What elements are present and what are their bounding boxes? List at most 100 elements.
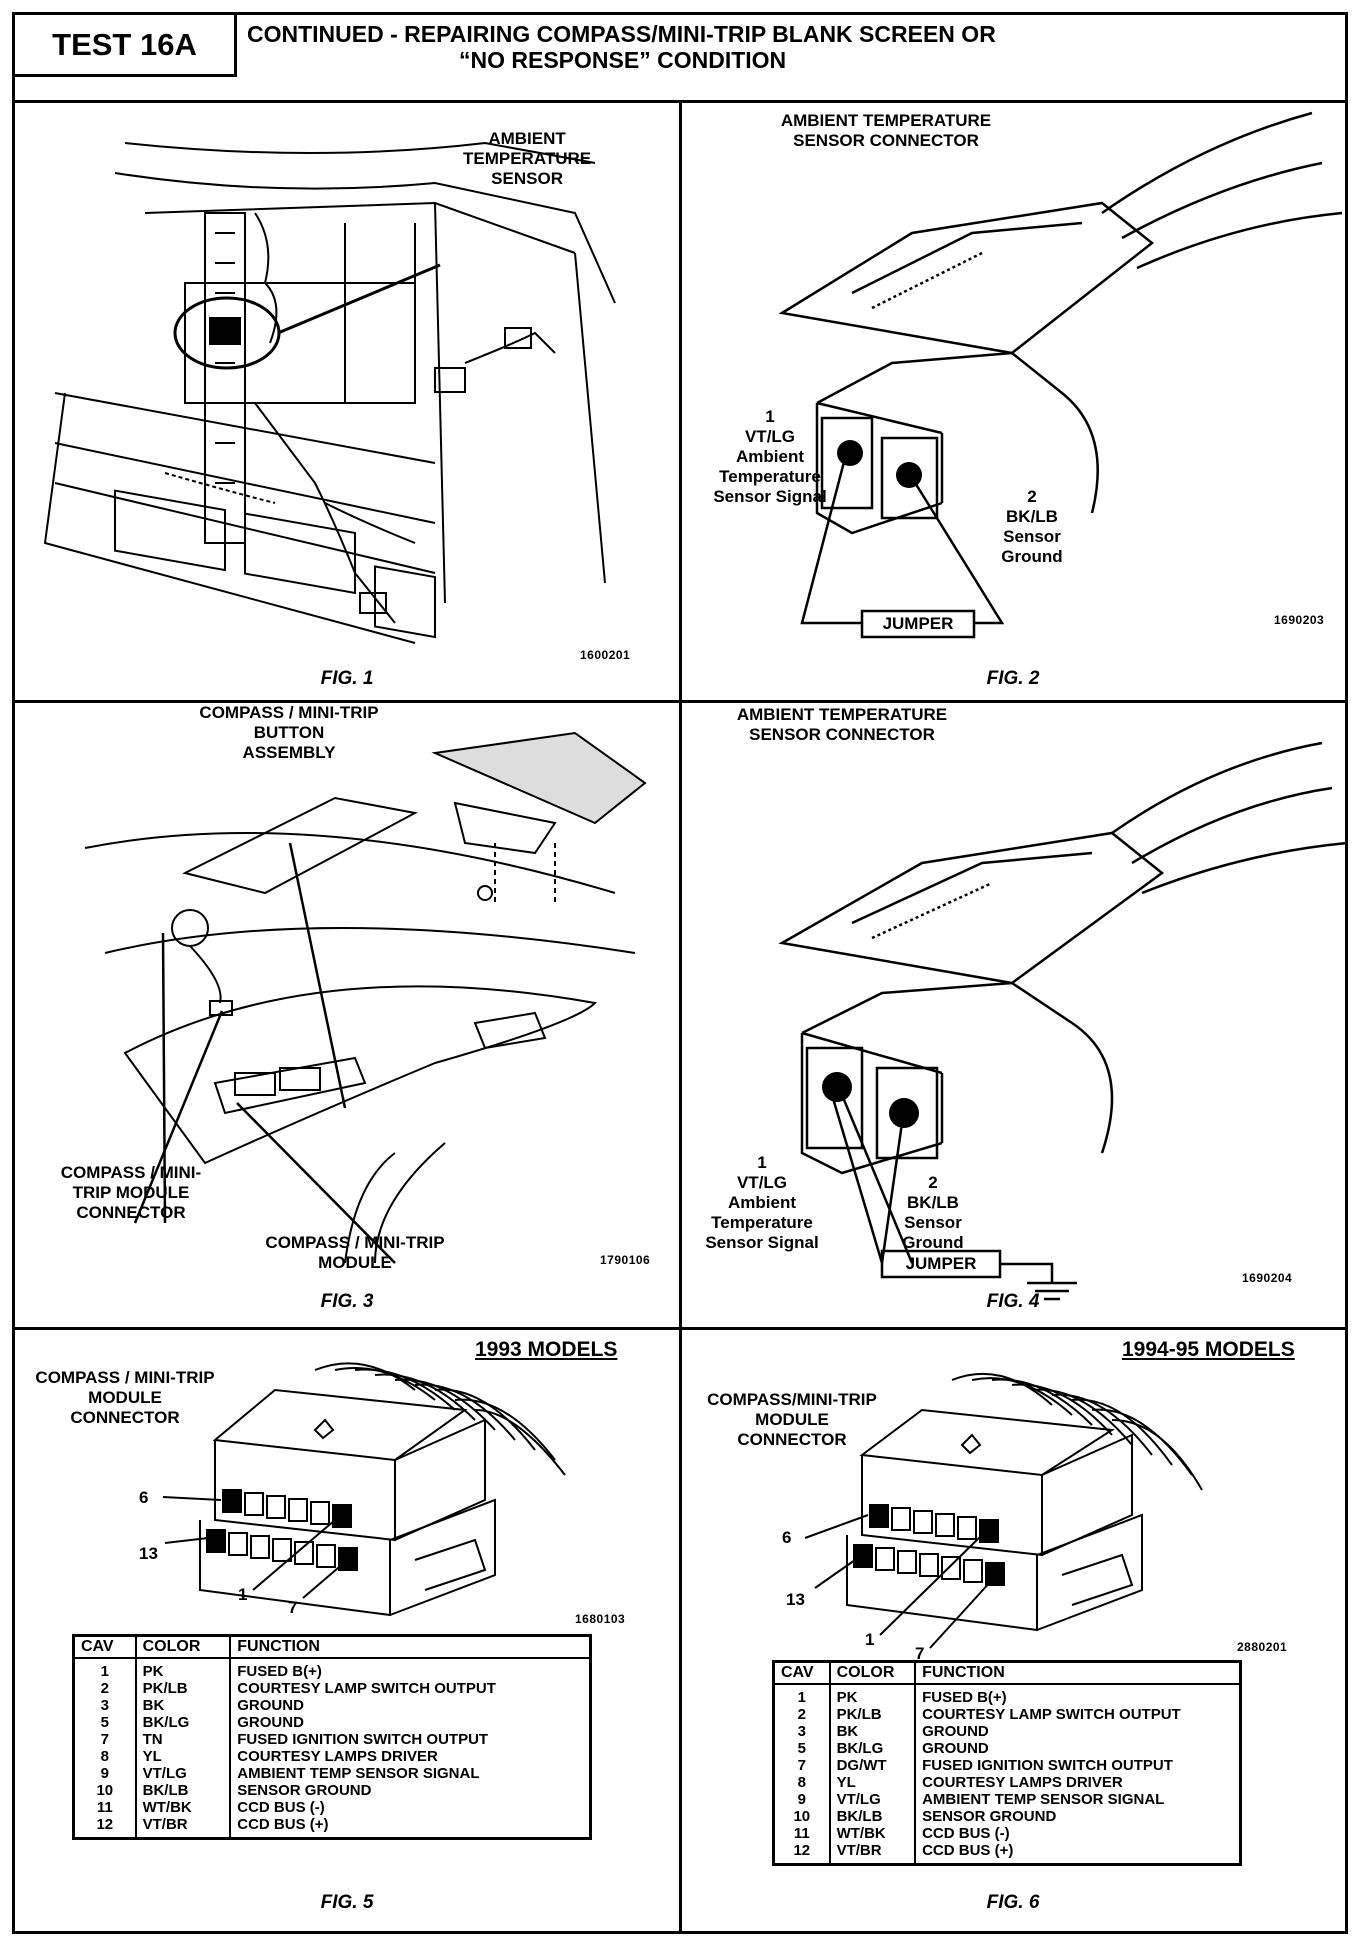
fig2-panel: AMBIENT TEMPERATURE SENSOR CONNECTOR 1 V…: [682, 103, 1351, 700]
fig1-vehicle-front-illustration: [43, 141, 616, 644]
cell-cav: 9: [772, 1791, 830, 1808]
fig4-panel: AMBIENT TEMPERATURE SENSOR CONNECTOR 1 V…: [682, 703, 1351, 1327]
cell-color: PK/LB: [828, 1706, 916, 1723]
grid-divider-vertical: [679, 103, 682, 1934]
fig2-title: AMBIENT TEMPERATURE SENSOR CONNECTOR: [780, 111, 992, 150]
fig6-panel: 1994-95 MODELS COMPASS/MINI-TRIP MODULE …: [682, 1330, 1351, 1934]
fig2-connector-illustration: [778, 111, 1343, 639]
title-line-2: “NO RESPONSE” CONDITION: [459, 47, 787, 73]
cell-function: AMBIENT TEMP SENSOR SIGNAL: [914, 1791, 1241, 1808]
page-title: CONTINUED - REPAIRING COMPASS/MINI-TRIP …: [247, 21, 1247, 73]
fig4-caption: FIG. 4: [986, 1291, 1040, 1312]
fig1-caption: FIG. 1: [320, 668, 374, 689]
cell-color: TN: [134, 1731, 231, 1748]
fig3-part-code: 1790106: [600, 1253, 651, 1267]
fig2-part-code: 1690203: [1274, 613, 1325, 627]
cell-cav: 5: [72, 1714, 136, 1731]
cell-cav: 12: [772, 1842, 830, 1865]
cell-color: YL: [134, 1748, 231, 1765]
cell-function: CCD BUS (+): [914, 1842, 1241, 1865]
cell-function: CCD BUS (-): [229, 1799, 591, 1816]
cell-cav: 2: [72, 1680, 136, 1697]
cell-function: CCD BUS (-): [914, 1825, 1241, 1842]
cell-function: CCD BUS (+): [229, 1816, 591, 1839]
cell-cav: 5: [772, 1740, 830, 1757]
cell-cav: 8: [72, 1748, 136, 1765]
fig4-pin1-label: 1 VT/LG Ambient Temperature Sensor Signa…: [705, 1153, 819, 1252]
fig5-pin-6: 6: [139, 1488, 149, 1507]
cell-color: VT/LG: [828, 1791, 916, 1808]
cell-cav: 8: [772, 1774, 830, 1791]
cell-cav: 3: [772, 1723, 830, 1740]
grid-divider-row-2: [15, 1327, 1345, 1330]
cell-function: GROUND: [229, 1714, 591, 1731]
fig2-pin2-label: 2 BK/LB Sensor Ground: [1001, 487, 1063, 566]
cell-cav: 9: [72, 1765, 136, 1782]
cell-function: GROUND: [229, 1697, 591, 1714]
fig6-module-connector-illustration: [804, 1372, 1203, 1649]
cell-cav: 7: [72, 1731, 136, 1748]
col-function: FUNCTION: [914, 1660, 1242, 1685]
fig6-part-code: 2880201: [1237, 1640, 1288, 1654]
cell-function: FUSED IGNITION SWITCH OUTPUT: [914, 1757, 1241, 1774]
cell-cav: 7: [772, 1757, 830, 1774]
cell-function: SENSOR GROUND: [229, 1782, 591, 1799]
cell-function: GROUND: [914, 1740, 1241, 1757]
cell-color: BK/LB: [134, 1782, 231, 1799]
cell-function: FUSED IGNITION SWITCH OUTPUT: [229, 1731, 591, 1748]
fig4-connector-illustration: [778, 741, 1348, 1301]
cell-function: FUSED B(+): [914, 1684, 1241, 1706]
fig3-button-assembly-label: COMPASS / MINI-TRIP BUTTON ASSEMBLY: [199, 703, 379, 762]
cell-color: PK: [828, 1684, 916, 1706]
fig4-title: AMBIENT TEMPERATURE SENSOR CONNECTOR: [736, 705, 948, 744]
fig6-pin-1: 1: [865, 1630, 875, 1649]
cell-color: BK/LG: [828, 1740, 916, 1757]
fig6-pin-13: 13: [786, 1590, 805, 1609]
fig3-module-connector-label: COMPASS / MINI- TRIP MODULE CONNECTOR: [60, 1163, 202, 1222]
fig5-models-label: 1993 MODELS: [475, 1338, 618, 1361]
col-cav: CAV: [772, 1660, 831, 1685]
fig6-pin-6: 6: [782, 1528, 792, 1547]
cell-function: COURTESY LAMP SWITCH OUTPUT: [914, 1706, 1241, 1723]
fig6-pin-7: 7: [915, 1644, 925, 1663]
col-color: COLOR: [828, 1660, 917, 1685]
grid-divider-row-1: [15, 700, 1345, 703]
test-label: TEST 16A: [15, 15, 237, 77]
fig3-overhead-console-illustration: [84, 731, 647, 1264]
fig3-module-label: COMPASS / MINI-TRIP MODULE: [265, 1233, 445, 1272]
cell-cav: 2: [772, 1706, 830, 1723]
cell-color: VT/BR: [134, 1816, 231, 1839]
fig3-panel: COMPASS / MINI-TRIP BUTTON ASSEMBLY COMP…: [15, 703, 679, 1327]
cell-color: PK/LB: [134, 1680, 231, 1697]
cell-cav: 11: [772, 1825, 830, 1842]
cell-color: BK/LG: [134, 1714, 231, 1731]
fig2-jumper-label: JUMPER: [882, 614, 954, 633]
cell-function: COURTESY LAMPS DRIVER: [914, 1774, 1241, 1791]
fig5-caption: FIG. 5: [320, 1892, 374, 1913]
cell-cav: 11: [72, 1799, 136, 1816]
fig4-part-code: 1690204: [1242, 1271, 1293, 1285]
cell-function: FUSED B(+): [229, 1658, 591, 1680]
cell-color: VT/BR: [828, 1842, 916, 1865]
fig5-part-code: 1680103: [575, 1612, 626, 1626]
page-header: TEST 16A CONTINUED - REPAIRING COMPASS/M…: [15, 15, 1345, 103]
title-line-1: CONTINUED - REPAIRING COMPASS/MINI-TRIP …: [247, 21, 996, 47]
fig6-models-label: 1994-95 MODELS: [1122, 1338, 1295, 1361]
cell-cav: 3: [72, 1697, 136, 1714]
cell-color: DG/WT: [828, 1757, 916, 1774]
